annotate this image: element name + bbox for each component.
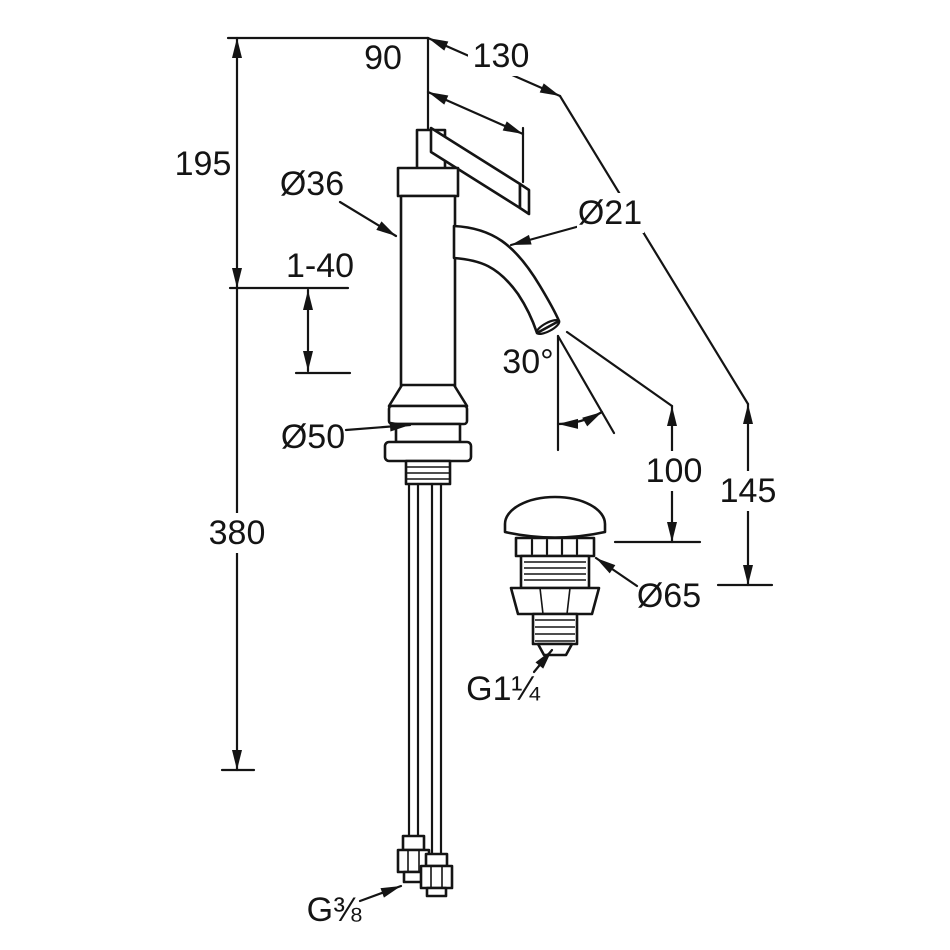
supply-hoses — [396, 482, 454, 898]
dim-thread-g114: G1¼ — [466, 670, 540, 708]
dim-130: 130 — [473, 37, 530, 75]
spout — [452, 224, 561, 335]
lever-handle-end — [518, 182, 531, 216]
dimension-lines — [220, 36, 774, 772]
hose-fitting-left — [401, 834, 426, 852]
base-plate-upper — [387, 404, 469, 426]
popup-waste — [503, 495, 607, 657]
hose-tip-right — [425, 886, 448, 898]
dim-angle-30: 30° — [502, 343, 553, 381]
waste-nut — [509, 586, 601, 616]
dim-diameter-36: Ø36 — [280, 165, 344, 203]
waste-slot-band — [514, 536, 596, 558]
dim-195: 195 — [175, 145, 232, 183]
dimension-labels: 195 90 130 Ø36 Ø21 1-40 30° Ø50 100 145 … — [175, 36, 778, 929]
faucet-body — [399, 194, 457, 390]
dim-diameter-65: Ø65 — [637, 577, 701, 615]
waste-dome-cap — [503, 495, 607, 539]
dim-100: 100 — [646, 452, 703, 490]
body-collar — [396, 166, 460, 198]
dim-145: 145 — [720, 472, 777, 510]
hose-nut-right — [419, 864, 454, 890]
dim-380: 380 — [209, 514, 266, 552]
faucet-outline — [383, 126, 561, 486]
base-flare — [387, 383, 469, 408]
dim-1-40: 1-40 — [286, 247, 354, 285]
waste-tail-end — [536, 642, 574, 657]
base-plate-lower — [383, 440, 473, 463]
dim-thread-g38: G⅜ — [307, 891, 362, 929]
leader-lines — [338, 200, 639, 903]
hose-fitting-right — [424, 852, 449, 868]
dim-diameter-21: Ø21 — [578, 194, 642, 232]
dim-diameter-50: Ø50 — [281, 418, 345, 456]
waste-body — [519, 554, 591, 590]
dim-90: 90 — [364, 39, 402, 77]
waste-tail — [531, 612, 579, 646]
base-ring — [394, 422, 462, 444]
spout-outlet — [535, 318, 561, 336]
